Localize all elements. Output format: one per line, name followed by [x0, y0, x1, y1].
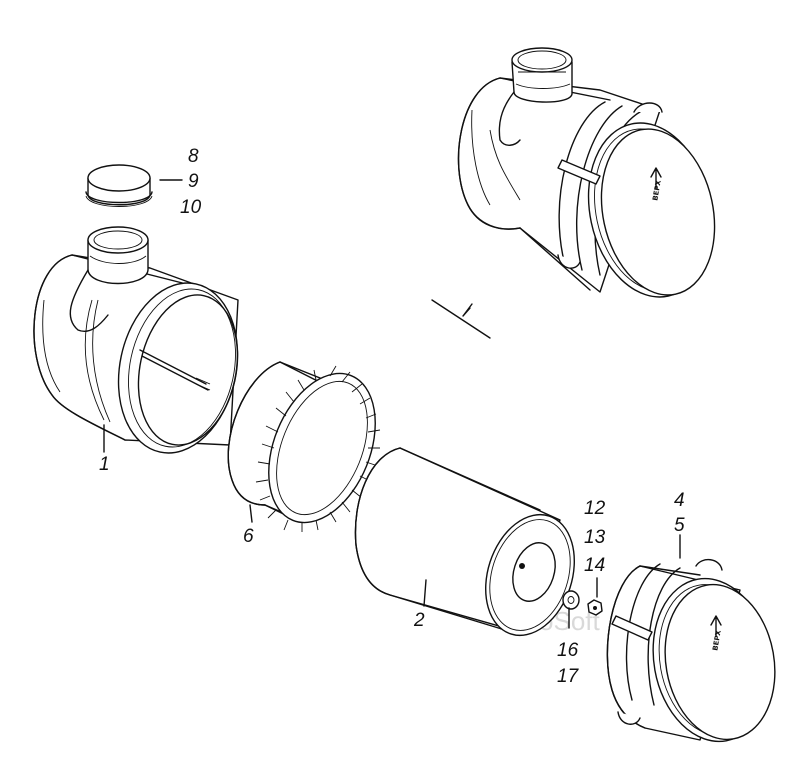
- label-part-2: 2: [413, 610, 425, 631]
- label-part-13: 13: [584, 527, 606, 548]
- label-part-10: 10: [180, 197, 202, 218]
- label-part-17: 17: [557, 666, 580, 687]
- washer-part-drawing: [562, 590, 580, 610]
- assembled-filter-drawing: ВЕРХ: [457, 47, 716, 298]
- cap-part-drawing: [85, 164, 153, 207]
- label-part-4: 4: [674, 490, 685, 511]
- leader-2: [423, 579, 427, 607]
- cover-marking-top: ВЕРХ: [651, 179, 663, 201]
- label-part-14: 14: [584, 555, 605, 576]
- housing-part-drawing: [33, 226, 239, 454]
- filter-element-part-drawing: [354, 447, 576, 637]
- cover-marking-part: ВЕРХ: [711, 629, 723, 651]
- label-part-5: 5: [674, 515, 685, 536]
- label-part-6: 6: [243, 526, 254, 547]
- label-part-1: 1: [99, 454, 110, 475]
- cover-part-drawing: ВЕРХ: [606, 559, 776, 743]
- assembly-arrow: [431, 299, 491, 339]
- label-part-12: 12: [584, 498, 606, 519]
- label-part-16: 16: [557, 640, 579, 661]
- nut-part-drawing: [587, 599, 603, 616]
- label-part-8: 8: [188, 146, 199, 167]
- leader-6: [249, 504, 253, 523]
- precleaner-part-drawing: [227, 361, 381, 532]
- label-part-9: 9: [188, 171, 199, 192]
